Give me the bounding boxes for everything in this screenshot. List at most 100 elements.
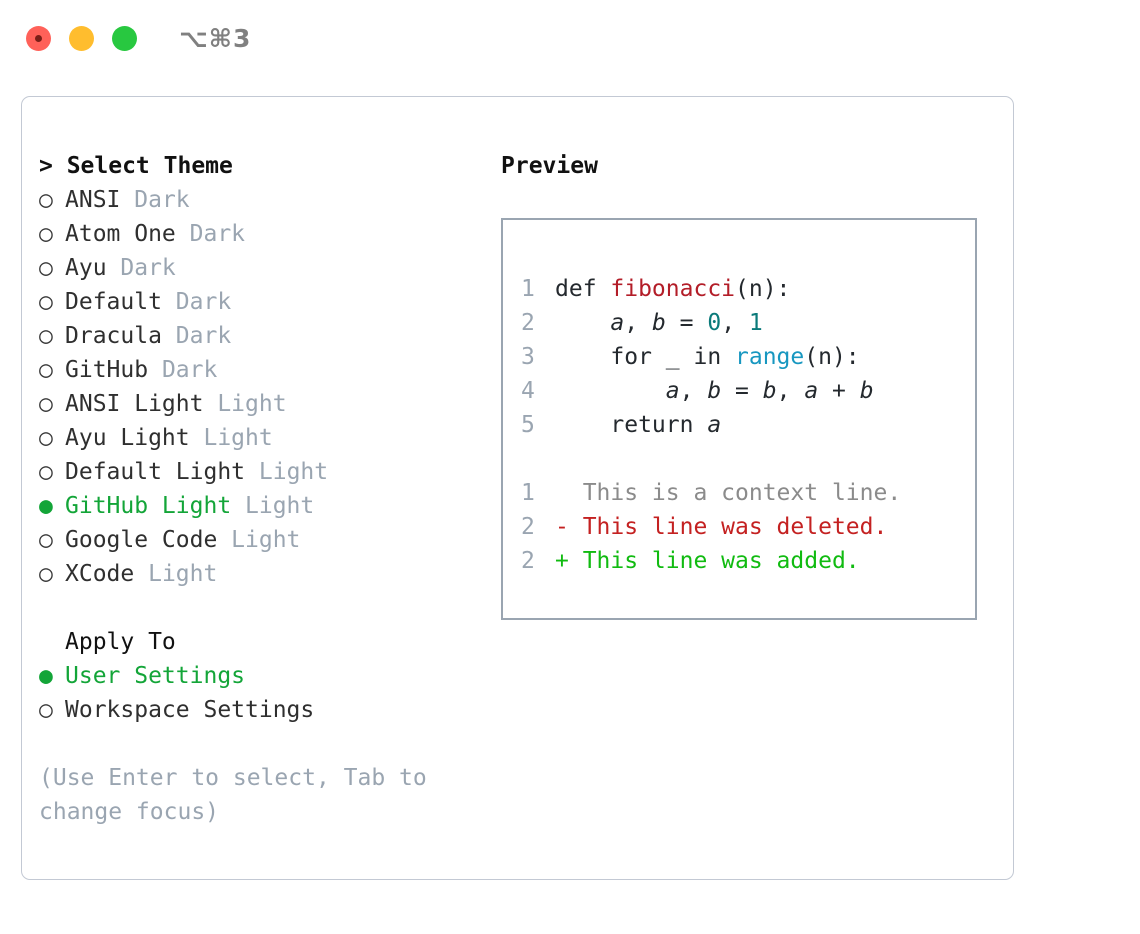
- code-token-num: 0: [707, 310, 722, 336]
- apply-to-option-0[interactable]: ● User Settings: [39, 659, 489, 693]
- theme-option-9[interactable]: ●GitHub Light Light: [39, 489, 489, 523]
- radio-selected-icon: ●: [39, 663, 53, 689]
- code-token-plain: ,: [679, 378, 708, 404]
- code-token-plain: [555, 378, 666, 404]
- theme-option-label: GitHub: [65, 357, 162, 383]
- theme-option-8[interactable]: ○Default Light Light: [39, 455, 489, 489]
- code-token-plain: ,: [624, 310, 652, 336]
- code-token-num: 1: [748, 310, 763, 336]
- code-token-var: a: [610, 310, 625, 336]
- code-token-func: fibonacci: [610, 276, 736, 302]
- theme-option-5[interactable]: ○GitHub Dark: [39, 353, 489, 387]
- list-spacer: [39, 591, 489, 625]
- theme-option-0[interactable]: ○ ANSI Dark: [39, 183, 489, 217]
- minimize-button-icon[interactable]: [69, 25, 94, 51]
- code-line-3: 3 for _ in range(n):: [521, 340, 975, 374]
- radio-unselected-icon: ○: [39, 289, 53, 315]
- theme-option-label: Default Light: [65, 459, 259, 485]
- keyboard-hint-text: (Use Enter to select, Tab to change focu…: [39, 765, 427, 825]
- code-token-plain: (n):: [804, 344, 860, 370]
- code-line-content: for _ in range(n):: [555, 340, 860, 374]
- code-token-var: b: [707, 378, 722, 404]
- code-line-number: 2: [521, 310, 535, 336]
- radio-unselected-icon: ○: [39, 323, 53, 349]
- theme-option-label: Ayu: [65, 255, 121, 281]
- code-line-content: a, b = b, a + b: [555, 374, 874, 408]
- radio-unselected-icon: ○: [39, 459, 53, 485]
- code-token-plain: def: [555, 276, 611, 302]
- code-token-plain: for _ in: [555, 344, 736, 370]
- preview-heading: Preview: [501, 153, 598, 179]
- diff-line-content: This is a context line.: [555, 480, 902, 506]
- close-button-icon[interactable]: [26, 25, 51, 51]
- theme-option-11[interactable]: ○ XCode Light: [39, 557, 489, 591]
- diff-line-number: 2: [521, 548, 535, 574]
- code-line-5: 5 return a: [521, 408, 975, 442]
- radio-unselected-icon: ○: [39, 391, 53, 417]
- code-line-4: 4 a, b = b, a + b: [521, 374, 975, 408]
- title-bar: ⌥⌘3: [0, 0, 1140, 76]
- theme-option-label: XCode: [65, 561, 149, 587]
- theme-option-6[interactable]: ○ANSI Light Light: [39, 387, 489, 421]
- window-controls: [26, 25, 137, 51]
- diff-line-context: 1 This is a context line.: [521, 476, 975, 510]
- theme-option-4[interactable]: ○ Dracula Dark: [39, 319, 489, 353]
- theme-option-category: Light: [148, 561, 218, 587]
- theme-selector-column: > Select Theme ○ANSI Dark○Atom One Dark○…: [39, 149, 489, 829]
- theme-option-category: Dark: [120, 255, 176, 281]
- theme-option-7[interactable]: ○Ayu Light Light: [39, 421, 489, 455]
- apply-to-heading: Apply To: [65, 629, 176, 655]
- theme-option-label: Ayu Light: [65, 425, 204, 451]
- diff-line-added: 2 + This line was added.: [521, 544, 975, 578]
- code-token-plain: [555, 310, 610, 336]
- apply-to-option-1[interactable]: ○Workspace Settings: [39, 693, 489, 727]
- diff-line-number: 1: [521, 480, 535, 506]
- code-token-var: a: [707, 412, 722, 438]
- theme-option-label: Google Code: [65, 527, 232, 553]
- theme-option-label: Dracula: [65, 323, 176, 349]
- code-token-plain: return: [555, 412, 708, 438]
- diff-line-deleted: 2 - This line was deleted.: [521, 510, 975, 544]
- code-token-var: b: [651, 310, 666, 336]
- code-token-var: a: [804, 378, 819, 404]
- select-theme-heading: > Select Theme: [39, 153, 233, 179]
- code-line-number: 1: [521, 276, 535, 302]
- apply-to-list[interactable]: ● User Settings ○Workspace Settings: [39, 659, 489, 727]
- radio-unselected-icon: ○: [39, 187, 53, 213]
- code-line-content: a, b = 0, 1: [555, 306, 763, 340]
- radio-selected-icon: ●: [39, 493, 53, 519]
- code-token-var: b: [762, 378, 777, 404]
- apply-to-option-label: User Settings: [65, 663, 246, 689]
- theme-option-label: Default: [65, 289, 176, 315]
- code-token-plain: =: [665, 310, 708, 336]
- diff-line-number: 2: [521, 514, 535, 540]
- code-line-content: return a: [555, 408, 721, 442]
- diff-line-content: - This line was deleted.: [555, 514, 888, 540]
- zoom-button-icon[interactable]: [112, 25, 137, 51]
- code-line-1: 1 def fibonacci(n):: [521, 272, 975, 306]
- code-token-plain: (n):: [735, 276, 791, 302]
- theme-option-label: ANSI: [65, 187, 135, 213]
- theme-option-3[interactable]: ○Default Dark: [39, 285, 489, 319]
- code-token-var: b: [859, 378, 874, 404]
- theme-list[interactable]: ○ANSI Dark○Atom One Dark○Ayu Dark○Defaul…: [39, 183, 489, 591]
- code-line-number: 4: [521, 378, 535, 404]
- radio-unselected-icon: ○: [39, 527, 53, 553]
- theme-option-2[interactable]: ○ Ayu Dark: [39, 251, 489, 285]
- diff-line-content: + This line was added.: [555, 548, 860, 574]
- theme-option-category: Light: [203, 425, 273, 451]
- theme-option-1[interactable]: ○Atom One Dark: [39, 217, 489, 251]
- radio-unselected-icon: ○: [39, 221, 53, 247]
- radio-unselected-icon: ○: [39, 255, 53, 281]
- code-diff-gap: [521, 442, 975, 476]
- radio-unselected-icon: ○: [39, 561, 53, 587]
- apply-to-option-label: Workspace Settings: [65, 697, 315, 723]
- theme-option-category: Dark: [175, 323, 232, 349]
- theme-option-10[interactable]: ○Google Code Light: [39, 523, 489, 557]
- close-dot-icon: [35, 34, 42, 42]
- theme-option-label: ANSI Light: [65, 391, 218, 417]
- theme-option-category: Dark: [134, 187, 190, 213]
- theme-option-category: Dark: [189, 221, 246, 247]
